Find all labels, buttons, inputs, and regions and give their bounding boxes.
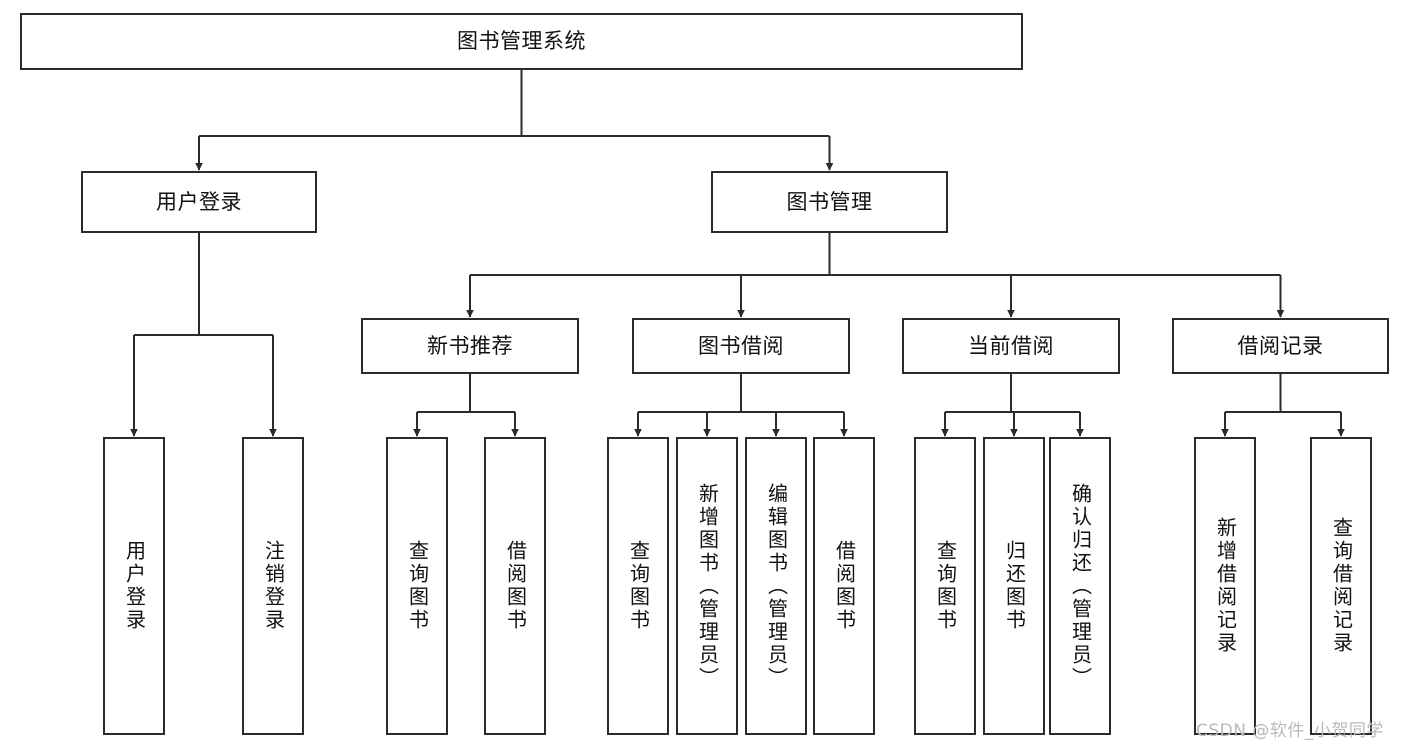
node-current-borrow[interactable]: 当前借阅	[902, 318, 1120, 374]
node-label: 当前借阅	[968, 333, 1054, 358]
node-label: 查询借阅记录	[1329, 517, 1354, 655]
node-leaf-borrow-query[interactable]: 查询图书	[607, 437, 669, 735]
node-book-manage[interactable]: 图书管理	[711, 171, 948, 233]
edge-group	[130, 70, 1345, 437]
node-leaf-rec-add[interactable]: 新增借阅记录	[1194, 437, 1256, 735]
node-leaf-borrow-add[interactable]: 新增图书（管理员）	[676, 437, 738, 735]
watermark-text: CSDN @软件_小贺同学	[1196, 721, 1384, 741]
node-borrow-record[interactable]: 借阅记录	[1172, 318, 1389, 374]
node-leaf-cur-confirm[interactable]: 确认归还（管理员）	[1049, 437, 1111, 735]
node-leaf-cur-return[interactable]: 归还图书	[983, 437, 1045, 735]
node-leaf-borrow-edit[interactable]: 编辑图书（管理员）	[745, 437, 807, 735]
node-leaf-user-login[interactable]: 用户登录	[103, 437, 165, 735]
node-label: 新书推荐	[427, 333, 513, 358]
node-label: 图书管理	[786, 189, 873, 214]
node-label: 用户登录	[122, 540, 147, 632]
node-label: 借阅记录	[1237, 333, 1324, 358]
node-label: 新增借阅记录	[1213, 517, 1238, 655]
node-book-borrow[interactable]: 图书借阅	[632, 318, 850, 374]
node-label: 查询图书	[933, 540, 958, 632]
node-root[interactable]: 图书管理系统	[20, 13, 1023, 70]
node-leaf-borrow-lend[interactable]: 借阅图书	[813, 437, 875, 735]
node-label: 借阅图书	[832, 540, 857, 632]
node-label: 图书借阅	[698, 333, 784, 358]
node-user-login[interactable]: 用户登录	[81, 171, 317, 233]
node-label: 查询图书	[626, 540, 651, 632]
node-label: 归还图书	[1002, 540, 1027, 632]
node-leaf-cur-query[interactable]: 查询图书	[914, 437, 976, 735]
node-label: 查询图书	[405, 540, 430, 632]
node-label: 新增图书（管理员）	[695, 482, 720, 690]
node-label: 确认归还（管理员）	[1068, 482, 1093, 690]
node-label: 注销登录	[261, 540, 286, 632]
node-label: 借阅图书	[503, 540, 528, 632]
node-leaf-user-logout[interactable]: 注销登录	[242, 437, 304, 735]
node-new-book-rec[interactable]: 新书推荐	[361, 318, 579, 374]
node-leaf-rec-borrow[interactable]: 借阅图书	[484, 437, 546, 735]
node-leaf-rec-query[interactable]: 查询图书	[386, 437, 448, 735]
node-label: 编辑图书（管理员）	[764, 482, 789, 690]
node-leaf-rec-search[interactable]: 查询借阅记录	[1310, 437, 1372, 735]
node-label: 用户登录	[156, 189, 242, 214]
node-label: 图书管理系统	[457, 29, 586, 54]
